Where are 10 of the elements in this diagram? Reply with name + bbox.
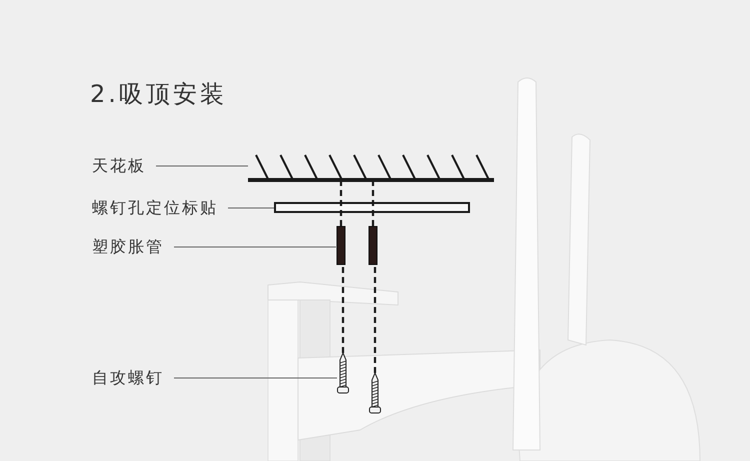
leader-line (174, 246, 336, 248)
part-label: 天花板 (92, 156, 146, 176)
dashed-guide-line (342, 265, 344, 353)
dashed-guide-line (374, 265, 376, 373)
part-label: 螺钉孔定位标贴 (92, 198, 218, 218)
part-label: 塑胶胀管 (92, 237, 164, 257)
part-label: 自攻螺钉 (92, 368, 164, 388)
dashed-guide-line (340, 182, 342, 226)
title: 2.吸顶安装 (90, 80, 227, 108)
dashed-guide-line (372, 182, 374, 226)
